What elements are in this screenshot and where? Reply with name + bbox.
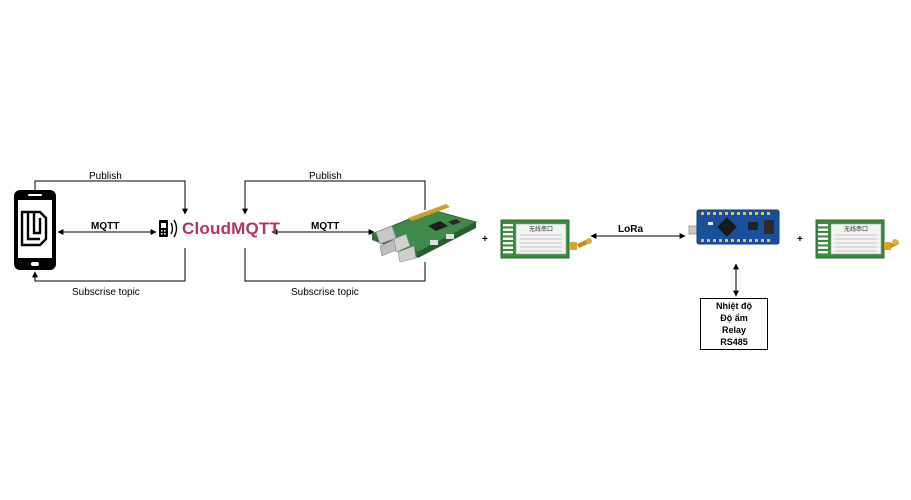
publish-right-label: Publish bbox=[309, 171, 342, 182]
sensor-item-rs485: RS485 bbox=[720, 337, 748, 347]
raspberry-pi-board bbox=[370, 204, 478, 263]
smartphone-icon bbox=[14, 190, 56, 270]
subscribe-left-label: Subscrise topic bbox=[72, 287, 140, 298]
plus-sign-left: + bbox=[482, 234, 488, 245]
mqtt-right-label: MQTT bbox=[311, 221, 340, 232]
arduino-nano-board bbox=[688, 209, 780, 245]
sensor-list-box: Nhiệt độ Độ ẩm Relay RS485 bbox=[700, 298, 768, 350]
publish-left-connector bbox=[34, 180, 188, 215]
publish-right-connector bbox=[242, 180, 426, 215]
lora-module-left: 无线串口 bbox=[500, 219, 592, 259]
subscribe-right-connector bbox=[244, 248, 426, 282]
lora-module-right-title: 无线串口 bbox=[844, 225, 868, 233]
mqtt-device-icon bbox=[159, 219, 178, 238]
mqtt-left-label: MQTT bbox=[91, 221, 120, 232]
sensor-item-humidity: Độ ẩm bbox=[720, 313, 748, 323]
subscribe-right-label: Subscrise topic bbox=[291, 287, 359, 298]
plus-sign-right: + bbox=[797, 234, 803, 245]
subscribe-left-connector bbox=[32, 248, 186, 282]
publish-left-label: Publish bbox=[89, 171, 122, 182]
lora-module-left-title: 无线串口 bbox=[529, 225, 553, 233]
lora-label: LoRa bbox=[618, 224, 643, 235]
sensor-item-temperature: Nhiệt độ bbox=[716, 301, 752, 311]
sensor-item-relay: Relay bbox=[721, 325, 747, 335]
lora-module-right: 无线串口 bbox=[815, 219, 899, 259]
cloudmqtt-logo-text: CloudMQTT bbox=[182, 219, 281, 238]
